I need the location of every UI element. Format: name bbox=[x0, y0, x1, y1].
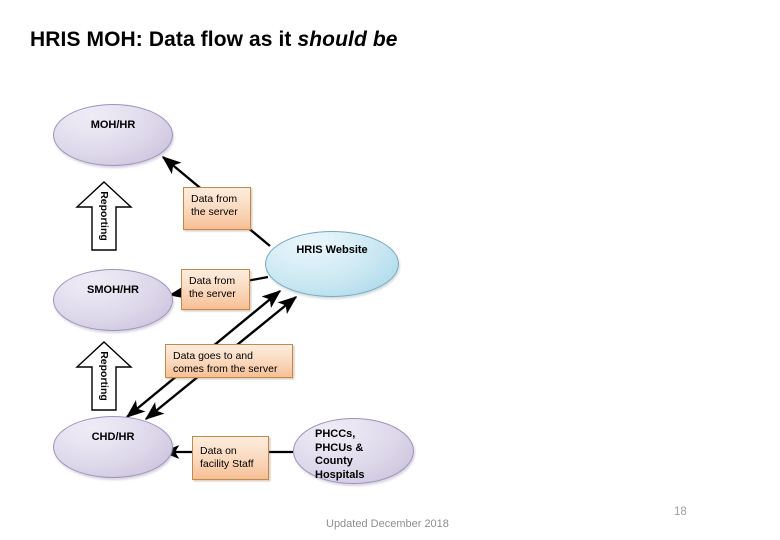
note-data-from-server-mid[interactable]: Data from the server bbox=[181, 269, 250, 310]
footer-updated-date: Updated December 2018 bbox=[326, 518, 449, 530]
node-hris-website[interactable]: HRIS Website bbox=[265, 231, 399, 297]
node-smoh-hr[interactable]: SMOH/HR bbox=[53, 269, 173, 331]
node-phccs-phcus-county-hospitals[interactable]: PHCCs, PHCUs & County Hospitals bbox=[293, 418, 414, 484]
node-hris-website-label: HRIS Website bbox=[296, 244, 368, 256]
block-arrow-label: Reporting bbox=[98, 191, 110, 241]
node-phccs-label: PHCCs, PHCUs & County Hospitals bbox=[315, 428, 365, 481]
note-data-on-facility-staff[interactable]: Data on facility Staff bbox=[192, 436, 269, 480]
note-data-from-server-top[interactable]: Data from the server bbox=[183, 187, 251, 230]
block-arrow-reporting-chd-to-smoh: Reporting bbox=[75, 341, 133, 411]
node-moh-hr[interactable]: MOH/HR bbox=[53, 104, 173, 166]
block-arrow-label: Reporting bbox=[98, 351, 110, 401]
note-data-goes-to-and-comes-from-server[interactable]: Data goes to and comes from the server bbox=[165, 344, 293, 378]
page-title-prefix: HRIS MOH: Data flow as it bbox=[30, 28, 298, 51]
node-smoh-hr-label: SMOH/HR bbox=[87, 284, 139, 296]
node-moh-hr-label: MOH/HR bbox=[90, 119, 136, 131]
block-arrow-reporting-smoh-to-moh: Reporting bbox=[75, 181, 133, 251]
page-title-emphasis: should be bbox=[297, 28, 398, 51]
page-title: HRIS MOH: Data flow as it should be bbox=[30, 28, 730, 52]
node-chd-hr-label: CHD/HR bbox=[91, 431, 135, 443]
node-chd-hr[interactable]: CHD/HR bbox=[53, 416, 173, 478]
page-number: 18 bbox=[674, 506, 687, 518]
